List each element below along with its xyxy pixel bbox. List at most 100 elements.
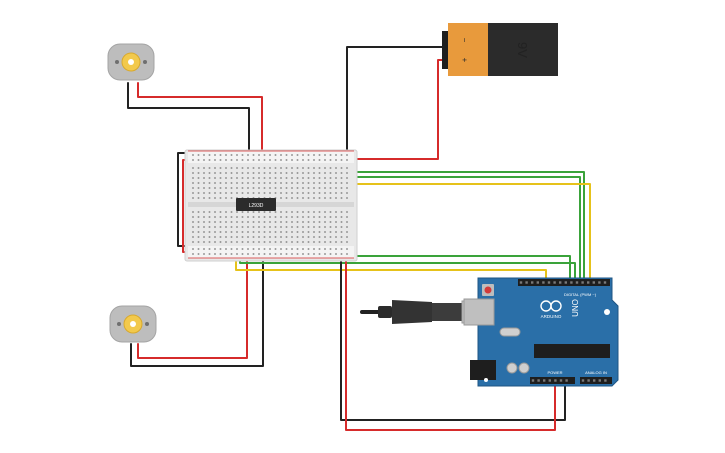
breadboard-hole — [263, 154, 266, 156]
breadboard-hole — [269, 226, 271, 228]
breadboard-hole — [214, 154, 216, 156]
dc-motor-bottom[interactable] — [109, 305, 157, 343]
breadboard-hole — [318, 236, 321, 238]
breadboard-hole — [219, 248, 222, 250]
breadboard-hole — [313, 187, 315, 189]
breadboard-hole — [313, 253, 315, 255]
breadboard-hole — [302, 226, 304, 228]
breadboard-hole — [203, 177, 205, 179]
header-pin — [525, 281, 528, 284]
power-header[interactable] — [530, 377, 575, 384]
breadboard-hole — [225, 226, 227, 228]
wire-motor-bottom-red[interactable] — [137, 213, 248, 359]
breadboard-hole — [313, 226, 315, 228]
breadboard-hole — [241, 221, 244, 223]
breadboard-hole — [208, 197, 211, 199]
breadboard-hole — [285, 241, 288, 243]
wire-motor-top-red[interactable] — [137, 82, 263, 197]
breadboard-hole — [285, 216, 288, 218]
header-pin — [587, 379, 590, 382]
breadboard-hole — [274, 167, 277, 169]
breadboard-hole — [280, 241, 282, 243]
reset-button[interactable] — [484, 286, 492, 294]
breadboard-hole — [285, 226, 288, 228]
breadboard-hole — [335, 226, 337, 228]
breadboard-hole — [291, 187, 293, 189]
breadboard-hole — [296, 236, 299, 238]
wire-arduino-5v-red[interactable] — [345, 251, 556, 431]
breadboard-hole — [274, 172, 277, 174]
breadboard-hole — [258, 216, 260, 218]
breadboard-hole — [192, 248, 194, 250]
breadboard-hole — [324, 197, 326, 199]
arduino-uno[interactable]: ARDUINO UNO DIGITAL (PWM ~) POWER ANALOG… — [463, 277, 619, 387]
breadboard-hole — [197, 248, 200, 250]
breadboard-hole — [329, 216, 332, 218]
breadboard-hole — [252, 172, 255, 174]
l293d-chip[interactable]: L293D — [236, 198, 276, 211]
dc-motor-top[interactable] — [107, 43, 155, 81]
breadboard-hole — [247, 248, 249, 250]
wire-arduino-gnd-black[interactable] — [340, 245, 566, 421]
breadboard-hole — [329, 197, 332, 199]
breadboard-hole — [269, 231, 271, 233]
breadboard-hole — [247, 159, 249, 161]
breadboard-hole — [247, 167, 249, 169]
breadboard-hole — [219, 241, 222, 243]
breadboard-hole — [258, 159, 260, 161]
breadboard-hole — [318, 154, 321, 156]
breadboard-hole — [346, 248, 348, 250]
breadboard-hole — [214, 226, 216, 228]
breadboard-hole — [318, 197, 321, 199]
breadboard-hole — [203, 192, 205, 194]
arduino-model: UNO — [571, 299, 580, 317]
breadboard-hole — [230, 248, 233, 250]
breadboard-hole — [302, 177, 304, 179]
breadboard-hole — [307, 253, 310, 255]
wire-motor-bottom-black[interactable] — [130, 213, 264, 367]
header-pin — [575, 281, 579, 284]
breadboard-hole — [214, 253, 216, 255]
breadboard-hole — [214, 187, 216, 189]
breadboard-hole — [219, 211, 222, 213]
breadboard-hole — [302, 231, 304, 233]
breadboard-hole — [219, 253, 222, 255]
breadboard-hole — [302, 253, 304, 255]
wire-battery-positive[interactable] — [349, 59, 445, 160]
analog-header[interactable] — [580, 377, 612, 384]
breadboard-hole — [241, 177, 244, 179]
header-pin — [554, 379, 557, 382]
breadboard-hole — [208, 187, 211, 189]
battery-9v[interactable]: 9V − + — [442, 23, 558, 76]
breadboard-hole — [247, 172, 249, 174]
breadboard-hole — [324, 241, 326, 243]
breadboard-hole — [197, 253, 200, 255]
breadboard-hole — [263, 192, 266, 194]
breadboard-hole — [340, 226, 343, 228]
header-pin — [519, 281, 523, 284]
breadboard-hole — [258, 187, 260, 189]
breadboard-hole — [247, 177, 249, 179]
digital-header[interactable] — [518, 279, 610, 286]
breadboard-hole — [208, 236, 211, 238]
breadboard-hole — [197, 211, 200, 213]
breadboard-hole — [296, 216, 299, 218]
header-pin — [581, 281, 584, 284]
wire-battery-negative[interactable] — [346, 46, 445, 154]
breadboard-hole — [258, 154, 260, 156]
breadboard-hole — [346, 172, 348, 174]
header-pin — [531, 281, 534, 284]
breadboard-hole — [285, 159, 288, 161]
breadboard-hole — [252, 167, 255, 169]
header-pin — [570, 281, 573, 284]
breadboard-hole — [219, 182, 222, 184]
breadboard-hole — [225, 154, 227, 156]
breadboard-hole — [247, 216, 249, 218]
breadboard-hole — [274, 216, 277, 218]
breadboard-hole — [197, 154, 200, 156]
breadboard-hole — [291, 197, 293, 199]
breadboard-hole — [247, 236, 249, 238]
breadboard-hole — [346, 241, 348, 243]
breadboard-hole — [236, 216, 238, 218]
breadboard-hole — [280, 211, 282, 213]
